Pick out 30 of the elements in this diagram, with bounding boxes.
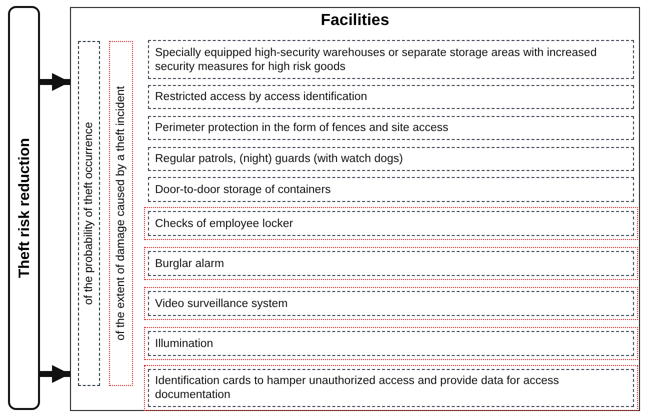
- group-title: Facilities: [320, 12, 390, 30]
- measure-box: [148, 116, 634, 140]
- column-label: of the extent of damage caused by a theft incident: [115, 86, 127, 341]
- measure-text: Burglar alarm: [155, 256, 224, 270]
- measure-box: [144, 287, 638, 320]
- measure-box: [148, 147, 634, 171]
- column-box: [109, 41, 133, 386]
- measure-text: Door-to-door storage of containers: [155, 182, 331, 196]
- measure-text: Specially equipped high-security warehouses or separate storage areas with increased security measures for high risk goods: [155, 46, 598, 74]
- measure-text: Restricted access by access identification: [155, 90, 368, 104]
- measure-box: [148, 40, 634, 79]
- measure-text: Regular patrols, (night) guards (with watch dogs): [155, 152, 404, 166]
- measure-text: Illumination: [155, 336, 214, 350]
- measure-text: Identification cards to hamper unauthorized access and provide data for access documentation: [155, 374, 560, 402]
- measure-text: Checks of employee locker: [155, 216, 294, 230]
- measure-text: Video surveillance system: [155, 296, 288, 310]
- measure-box: [144, 207, 638, 240]
- arrow: [40, 73, 70, 91]
- category-box: [8, 6, 40, 410]
- measure-box: [148, 177, 634, 202]
- measure-box: [144, 365, 638, 411]
- column-label: of the probability of theft occurrence: [83, 122, 95, 305]
- group-box: [70, 7, 640, 411]
- arrow: [40, 365, 70, 383]
- measure-box: [144, 327, 638, 360]
- category-title: Theft risk reduction: [16, 138, 32, 278]
- measure-box: [148, 85, 634, 109]
- measure-box: [144, 247, 638, 280]
- column-box: [78, 41, 100, 386]
- measure-text: Perimeter protection in the form of fences and site access: [155, 121, 448, 135]
